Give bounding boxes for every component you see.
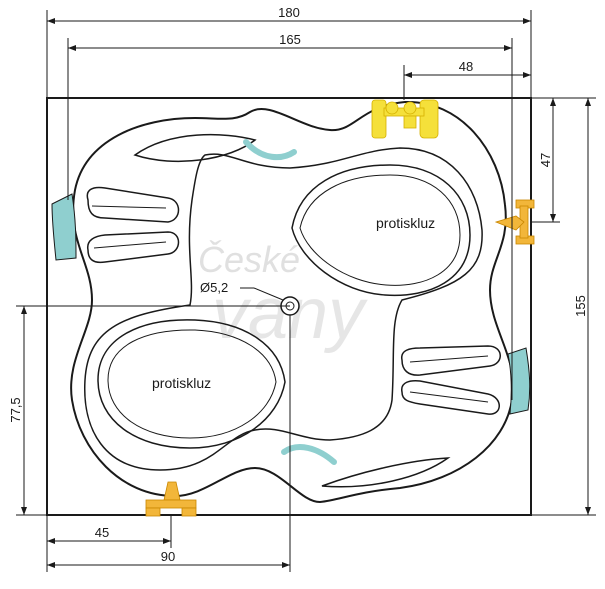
antislip-label-top: protiskluz <box>376 215 435 231</box>
dimension-lines <box>16 10 596 572</box>
bottom-valve-icon <box>145 481 197 517</box>
dim-inner-width: 165 <box>279 32 301 47</box>
footwell-top-right <box>291 164 471 297</box>
tub-inner-outline <box>70 100 515 504</box>
drain-leader-line-diag <box>253 287 284 301</box>
tub-ledge-outline <box>84 147 483 471</box>
watermark-line1: České <box>198 239 300 280</box>
footwell-bottom-left <box>97 319 286 449</box>
side-valve-icon <box>494 199 535 245</box>
jet-top-icon <box>243 139 297 161</box>
dim-drain-offset: 90 <box>161 549 175 564</box>
dim-bottom-valve-offset: 45 <box>95 525 109 540</box>
dim-side-valve-offset: 47 <box>538 153 553 167</box>
backrest-right <box>401 345 501 415</box>
footwell-bottom-left-inner <box>107 329 277 439</box>
watermark: České vany <box>198 239 368 354</box>
dim-drain-height: 77,5 <box>8 397 23 422</box>
dim-overall-width: 180 <box>278 5 300 20</box>
dim-overall-height: 155 <box>573 295 588 317</box>
dim-faucet-offset: 48 <box>459 59 473 74</box>
faucet-icon <box>371 99 439 139</box>
footwell-top-right-inner <box>299 174 461 286</box>
jet-left-icon <box>51 193 77 261</box>
antislip-label-bottom: protiskluz <box>152 375 211 391</box>
dimension-arrows <box>21 18 591 568</box>
armrest-top <box>133 133 257 163</box>
drain-diameter-label: Ø5,2 <box>200 280 228 295</box>
jet-bottom-icon <box>281 444 337 465</box>
jet-right-icon <box>507 347 531 415</box>
backrest-left <box>86 186 180 264</box>
armrest-bottom <box>321 457 451 488</box>
